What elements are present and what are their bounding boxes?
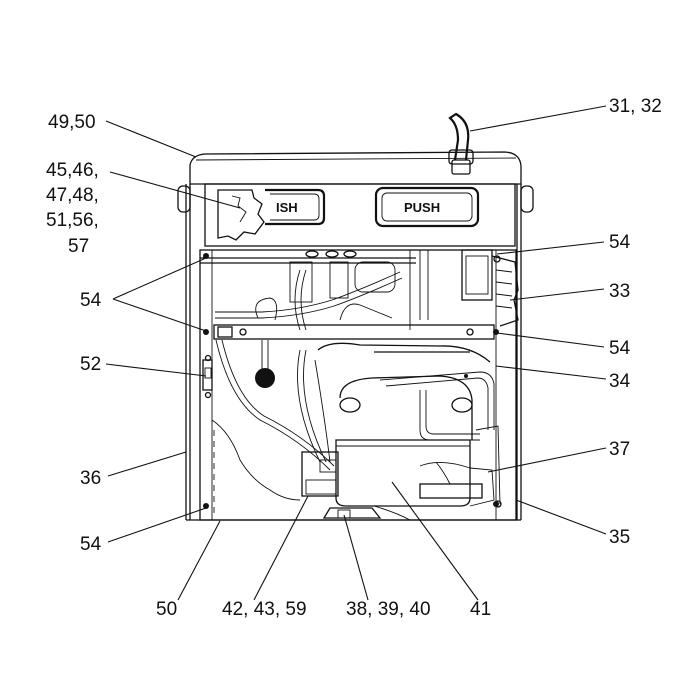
cooling-tank bbox=[317, 342, 495, 441]
drain-pipe bbox=[255, 340, 275, 388]
mid-crossbar bbox=[213, 324, 495, 340]
right-push-button: PUSH bbox=[374, 186, 480, 228]
upper-crossbar bbox=[200, 250, 416, 264]
callout-54-left-top: 54 bbox=[80, 290, 102, 311]
callout-31-32: 31, 32 bbox=[609, 96, 662, 117]
callout-33: 33 bbox=[609, 281, 630, 302]
left-button-label: ISH bbox=[276, 200, 298, 215]
top-deck bbox=[177, 151, 534, 213]
callout-50: 50 bbox=[156, 599, 177, 620]
compressor bbox=[335, 375, 495, 507]
bubbler-faucet bbox=[448, 112, 474, 175]
button-panel bbox=[204, 183, 516, 247]
leader-lines bbox=[105, 105, 607, 601]
callout-54-right-top: 54 bbox=[609, 232, 631, 253]
callout-45-line3: 51,56, bbox=[46, 210, 99, 231]
wiring-harness bbox=[215, 339, 335, 471]
callout-42-43-59: 42, 43, 59 bbox=[222, 599, 307, 620]
callout-52: 52 bbox=[80, 354, 101, 375]
right-button-label: PUSH bbox=[404, 200, 440, 215]
solenoid-valve bbox=[461, 249, 519, 327]
left-push-button: ISH bbox=[217, 188, 326, 241]
relay-overload bbox=[301, 451, 339, 497]
wall-bracket bbox=[202, 354, 213, 399]
base-mount bbox=[322, 507, 382, 519]
callout-45-line1: 45,46, bbox=[46, 160, 99, 181]
callout-41: 41 bbox=[470, 599, 491, 620]
cabinet-body bbox=[185, 184, 522, 521]
callout-45-line4: 57 bbox=[68, 236, 89, 257]
callout-labels: 49,50 45,46, 47,48, 51,56, 57 31, 32 54 … bbox=[46, 96, 662, 620]
callout-38-39-40: 38, 39, 40 bbox=[346, 599, 431, 620]
callout-36: 36 bbox=[80, 468, 101, 489]
callout-37: 37 bbox=[609, 439, 630, 460]
water-tubing bbox=[215, 250, 429, 331]
callout-54-left-bottom: 54 bbox=[80, 534, 102, 555]
callout-35: 35 bbox=[609, 527, 630, 548]
cutaway-lines bbox=[211, 419, 451, 521]
callout-45-line2: 47,48, bbox=[46, 185, 99, 206]
callout-34: 34 bbox=[609, 371, 631, 392]
mounting-screws bbox=[203, 253, 499, 509]
callout-49-50: 49,50 bbox=[48, 112, 96, 133]
callout-54-right-mid: 54 bbox=[609, 338, 631, 359]
condenser-plate bbox=[419, 425, 502, 508]
